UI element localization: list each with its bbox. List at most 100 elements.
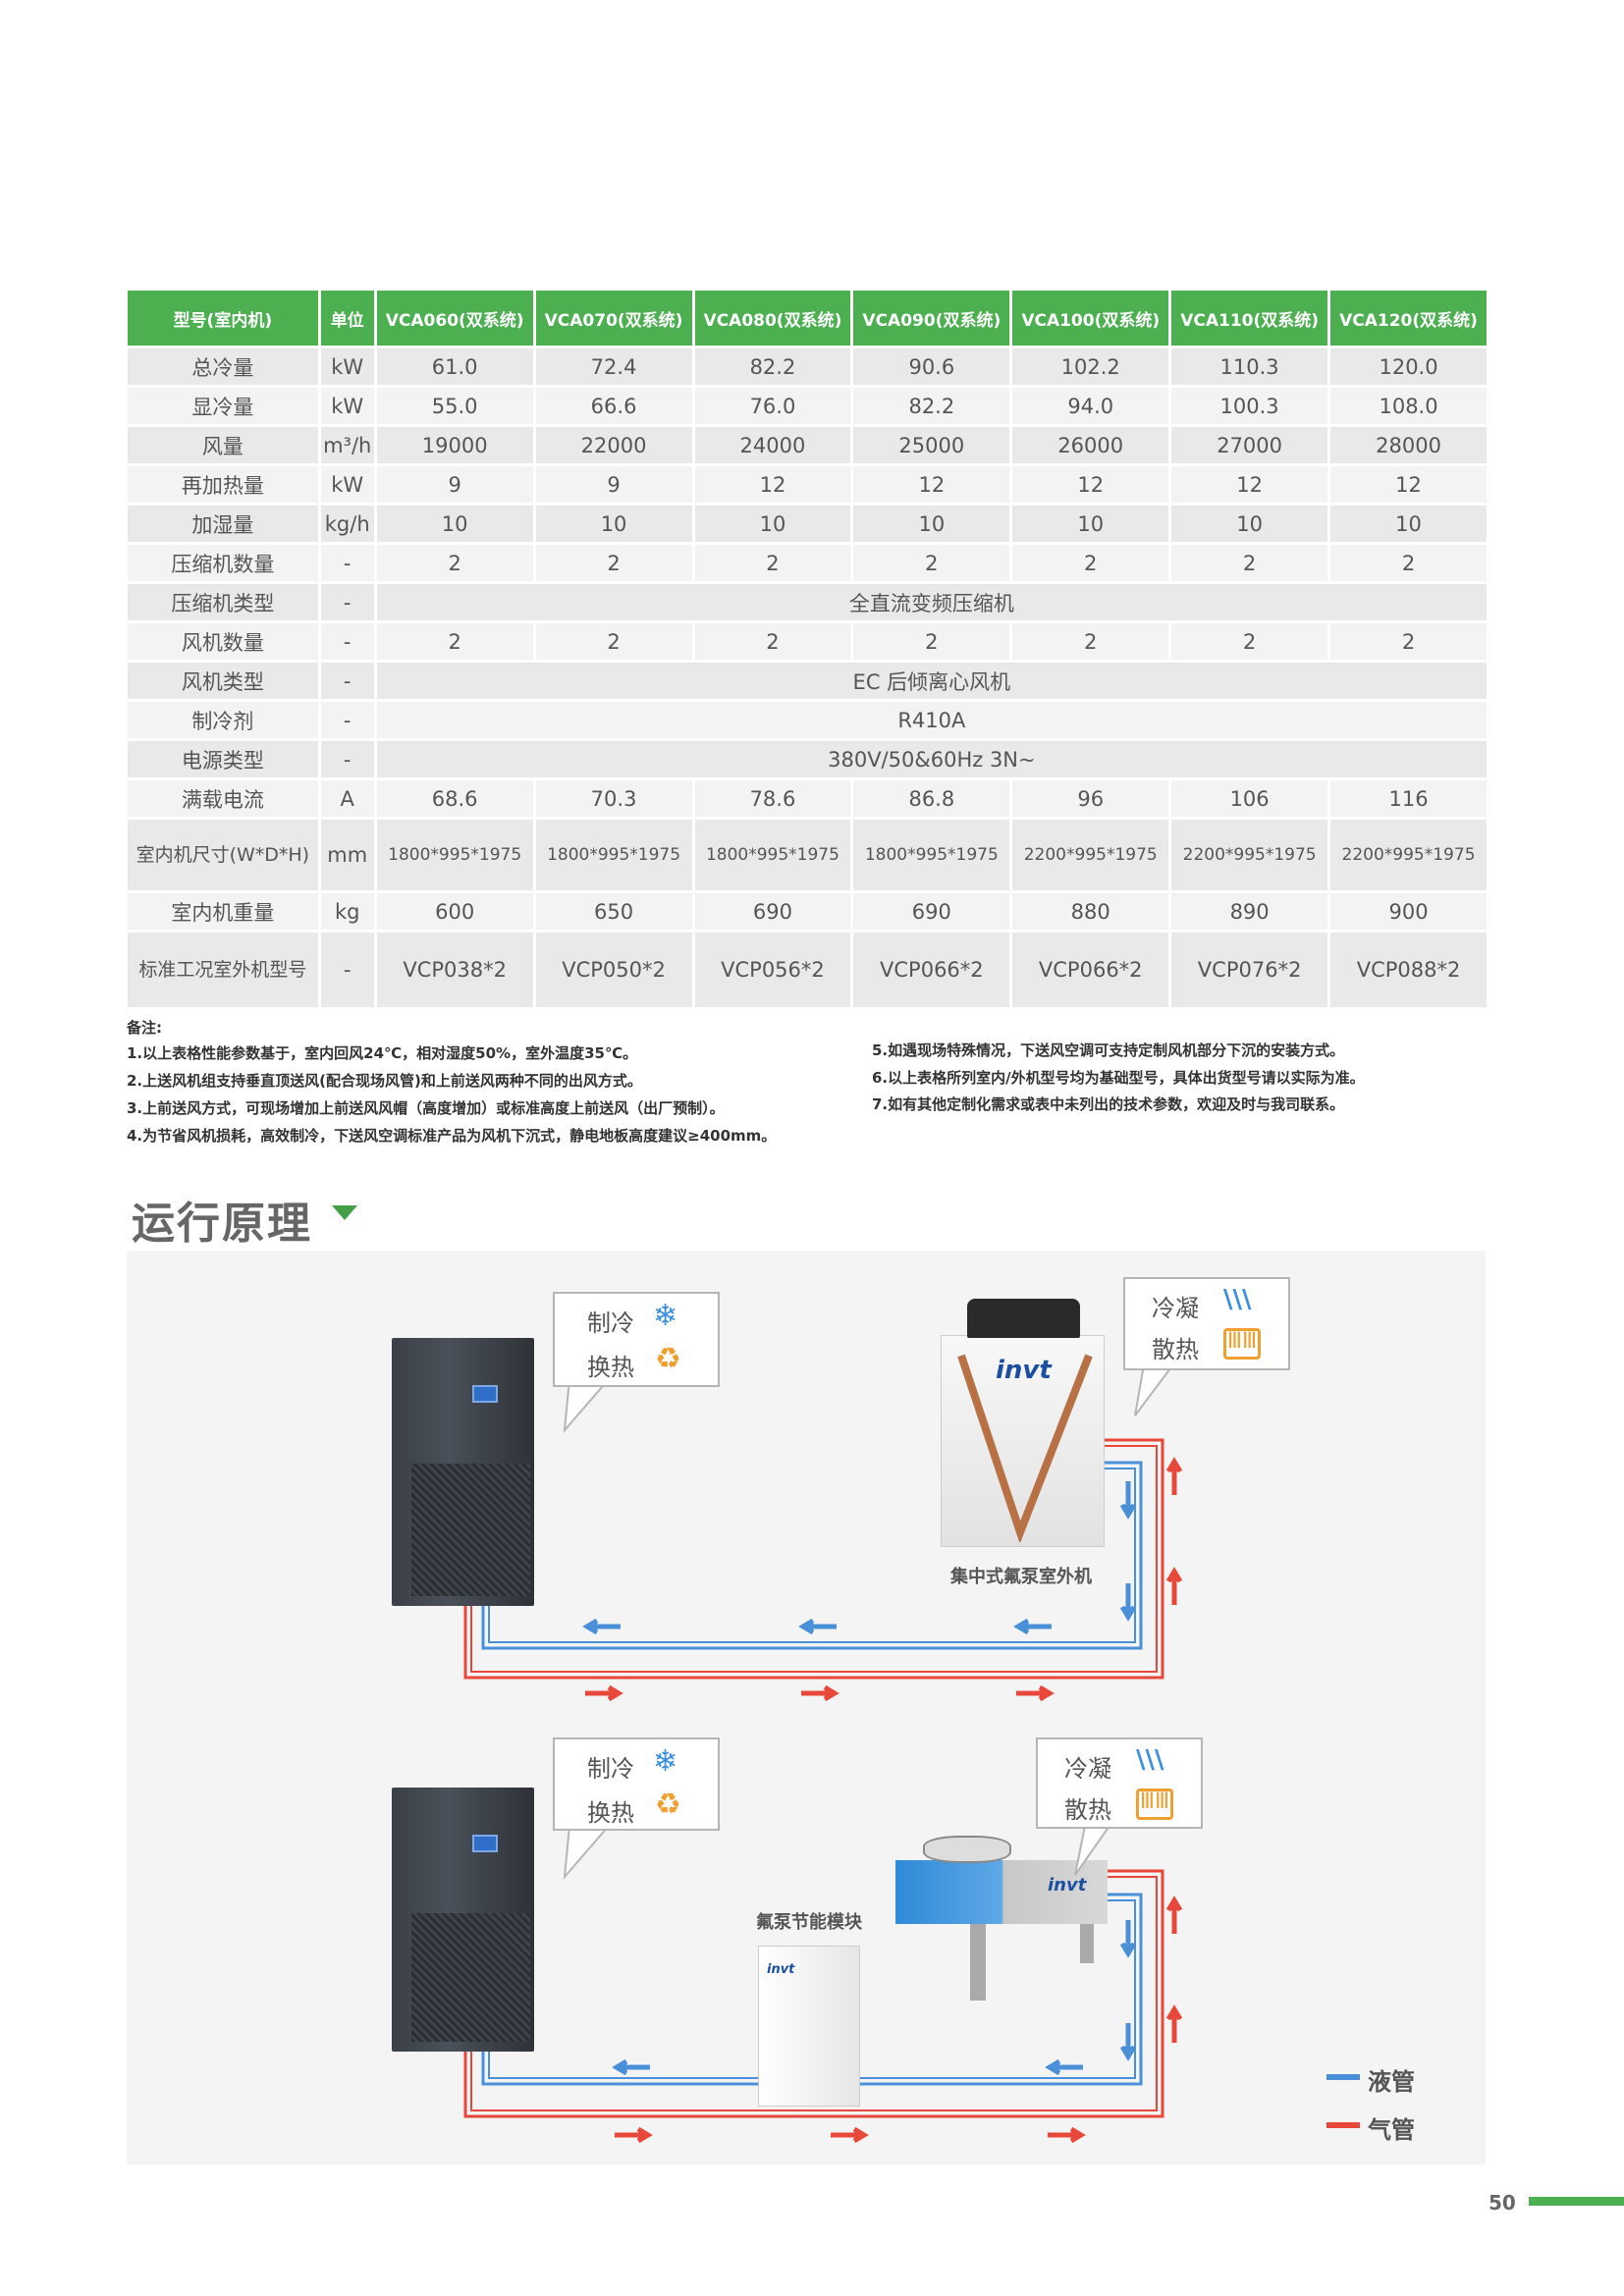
- table-cell: 2: [1012, 623, 1169, 660]
- table-cell: 70.3: [535, 780, 692, 817]
- note-6: 6.以上表格所列室内/外机型号均为基础型号，具体出货型号请以实际为准。: [872, 1069, 1365, 1087]
- table-cell: 10: [853, 506, 1010, 542]
- table-cell: -: [320, 933, 374, 1007]
- table-cell: 10: [376, 506, 533, 542]
- flow-arrow-icon: [612, 2058, 650, 2076]
- table-cell: 78.6: [694, 780, 851, 817]
- table-cell: 82.2: [694, 348, 851, 385]
- flow-arrow-icon: [1165, 2004, 1183, 2043]
- column-header: VCA090(双系统): [853, 291, 1010, 346]
- table-cell: 100.3: [1171, 388, 1328, 424]
- flow-arrow-icon: [1119, 2023, 1137, 2061]
- heat-icon: ⅢⅢ: [1136, 1789, 1173, 1820]
- fan-icon: [923, 1836, 1011, 1863]
- table-cell: 2: [376, 545, 533, 581]
- pump-module-label: 氟泵节能模块: [756, 1912, 862, 1933]
- heat-icon: ⅢⅢ: [1223, 1328, 1261, 1360]
- table-cell: 76.0: [694, 388, 851, 424]
- table-cell: 10: [1330, 506, 1487, 542]
- table-cell: m³/h: [320, 427, 374, 463]
- table-cell: -: [320, 741, 374, 777]
- recycle-icon: ♻: [655, 1342, 681, 1376]
- table-row: 风机类型-EC 后倾离心风机: [128, 663, 1487, 699]
- note-1: 1.以上表格性能参数基于，室内回风24℃，相对湿度50%，室外温度35℃。: [127, 1044, 638, 1062]
- flow-arrow-icon: [1045, 2058, 1083, 2076]
- outdoor-callout-top: 冷凝 散热 \\\ ⅢⅢ: [1123, 1277, 1290, 1370]
- liquid-pipe-top: [481, 1461, 1143, 1650]
- snowflake-icon: ❄: [653, 1744, 678, 1779]
- flow-arrow-icon: [1119, 1583, 1137, 1622]
- liquid-pipe-bottom: [481, 1893, 1143, 2086]
- table-cell: R410A: [376, 702, 1487, 738]
- row-label: 风量: [128, 427, 318, 463]
- table-cell: 690: [694, 893, 851, 930]
- flow-arrow-icon: [801, 1684, 839, 1702]
- table-cell: 2: [1330, 623, 1487, 660]
- table-cell: 890: [1171, 893, 1328, 930]
- table-cell: 690: [853, 893, 1010, 930]
- note-4: 4.为节省风机损耗，高效制冷，下送风空调标准产品为风机下沉式，静电地板高度建议≥…: [127, 1127, 777, 1145]
- table-cell: 55.0: [376, 388, 533, 424]
- row-label: 标准工况室外机型号: [128, 933, 318, 1007]
- page-accent-bar: [1529, 2197, 1624, 2206]
- condense-icon: \\\: [1136, 1745, 1164, 1775]
- table-cell: 10: [1012, 506, 1169, 542]
- table-cell: 650: [535, 893, 692, 930]
- column-header: VCA110(双系统): [1171, 291, 1328, 346]
- table-cell: 12: [1171, 466, 1328, 503]
- row-label: 室内机尺寸(W*D*H): [128, 820, 318, 890]
- table-cell: 12: [694, 466, 851, 503]
- table-cell: mm: [320, 820, 374, 890]
- column-header: VCA080(双系统): [694, 291, 851, 346]
- table-cell: 1800*995*1975: [694, 820, 851, 890]
- flow-arrow-icon: [1016, 1684, 1055, 1702]
- flow-arrow-icon: [1165, 1567, 1183, 1605]
- table-cell: VCP050*2: [535, 933, 692, 1007]
- table-row: 电源类型-380V/50&60Hz 3N~: [128, 741, 1487, 777]
- table-cell: 2: [535, 545, 692, 581]
- row-label: 电源类型: [128, 741, 318, 777]
- note-3: 3.上前送风方式，可现场增加上前送风风帽（高度增加）或标准高度上前送风（出厂预制…: [127, 1099, 725, 1117]
- flow-arrow-icon: [831, 2126, 869, 2144]
- table-cell: 2: [1171, 623, 1328, 660]
- fluorine-pump-module: invt: [758, 1946, 860, 2107]
- flow-arrow-icon: [1013, 1618, 1052, 1635]
- table-cell: 86.8: [853, 780, 1010, 817]
- table-cell: 19000: [376, 427, 533, 463]
- table-cell: 26000: [1012, 427, 1169, 463]
- outdoor-callout-bottom: 冷凝 散热 \\\ ⅢⅢ: [1036, 1737, 1203, 1829]
- indoor-callout-bottom: 制冷 换热 ❄ ♻: [553, 1737, 720, 1831]
- table-cell: VCP076*2: [1171, 933, 1328, 1007]
- unit-leg: [970, 1924, 986, 2001]
- table-cell: 2: [694, 545, 851, 581]
- centralized-outdoor-unit: invt: [941, 1335, 1105, 1547]
- row-label: 制冷剂: [128, 702, 318, 738]
- flow-arrow-icon: [1119, 1920, 1137, 1958]
- table-cell: 10: [1171, 506, 1328, 542]
- table-cell: 66.6: [535, 388, 692, 424]
- column-header: VCA120(双系统): [1330, 291, 1487, 346]
- table-cell: 12: [853, 466, 1010, 503]
- table-cell: 10: [694, 506, 851, 542]
- table-cell: 28000: [1330, 427, 1487, 463]
- table-cell: 94.0: [1012, 388, 1169, 424]
- row-label: 再加热量: [128, 466, 318, 503]
- table-cell: 116: [1330, 780, 1487, 817]
- table-cell: 600: [376, 893, 533, 930]
- table-row: 压缩机类型-全直流变频压缩机: [128, 584, 1487, 620]
- table-cell: 25000: [853, 427, 1010, 463]
- row-label: 风机数量: [128, 623, 318, 660]
- indoor-unit-bottom: [392, 1788, 534, 2052]
- table-cell: -: [320, 623, 374, 660]
- table-cell: 2200*995*1975: [1171, 820, 1328, 890]
- flow-arrow-icon: [1165, 1896, 1183, 1934]
- snowflake-icon: ❄: [653, 1299, 678, 1333]
- table-cell: 27000: [1171, 427, 1328, 463]
- flow-arrow-icon: [582, 1618, 621, 1635]
